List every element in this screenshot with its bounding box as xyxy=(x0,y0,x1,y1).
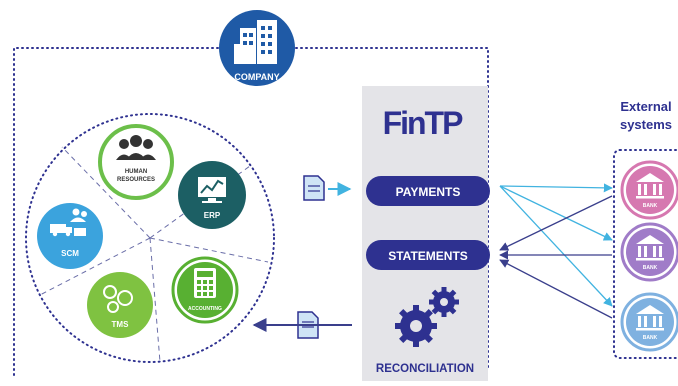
scm-label: SCM xyxy=(61,249,79,258)
hr-label-line2: RESOURCES xyxy=(117,177,155,183)
company-icon xyxy=(219,10,295,86)
external-systems-box xyxy=(613,149,678,359)
accounting-label: ACCOUNTING xyxy=(188,306,222,312)
bank-1-label: BANK xyxy=(643,203,658,209)
reconciliation-gears-icon xyxy=(395,287,459,347)
erp-label: ERP xyxy=(204,211,221,220)
external-title-line1: External xyxy=(620,99,671,114)
people-icon xyxy=(116,135,156,160)
fintp-logo: FinTP xyxy=(383,105,466,141)
accounting-module: ACCOUNTING xyxy=(171,256,239,324)
company-label: COMPANY xyxy=(234,72,279,82)
scm-module: SCM xyxy=(37,203,103,269)
inbound-document-icon xyxy=(303,175,325,201)
bank-building-icon xyxy=(636,173,664,199)
statements-pill: STATEMENTS xyxy=(366,240,490,270)
human-resources-module: HUMAN RESOURCES xyxy=(98,124,174,200)
monitor-chart-icon xyxy=(198,177,226,203)
bank-2-label: BANK xyxy=(643,265,658,271)
calculator-icon xyxy=(194,268,216,298)
bank-building-icon xyxy=(636,235,664,261)
bank-2: BANK xyxy=(620,222,678,282)
payments-label: PAYMENTS xyxy=(396,185,461,199)
statements-label: STATEMENTS xyxy=(388,249,468,263)
bank-building-icon xyxy=(636,305,664,331)
supply-chain-icon xyxy=(50,208,87,237)
tms-module: TMS xyxy=(87,272,153,338)
tms-label: TMS xyxy=(112,320,130,329)
bank-3: BANK xyxy=(620,292,678,352)
hr-label-line1: HUMAN xyxy=(125,169,147,175)
gears-icon xyxy=(103,285,133,313)
bank-3-label: BANK xyxy=(643,335,658,341)
payments-pill: PAYMENTS xyxy=(366,176,490,206)
bank-connections xyxy=(499,183,613,319)
external-title-line2: systems xyxy=(620,117,672,132)
reconciliation-label: RECONCILIATION xyxy=(376,363,474,375)
fintp-logo-text: FinTP xyxy=(383,105,464,141)
modules-wheel xyxy=(25,113,275,363)
erp-module: ERP xyxy=(178,161,246,229)
bank-1: BANK xyxy=(620,160,678,220)
